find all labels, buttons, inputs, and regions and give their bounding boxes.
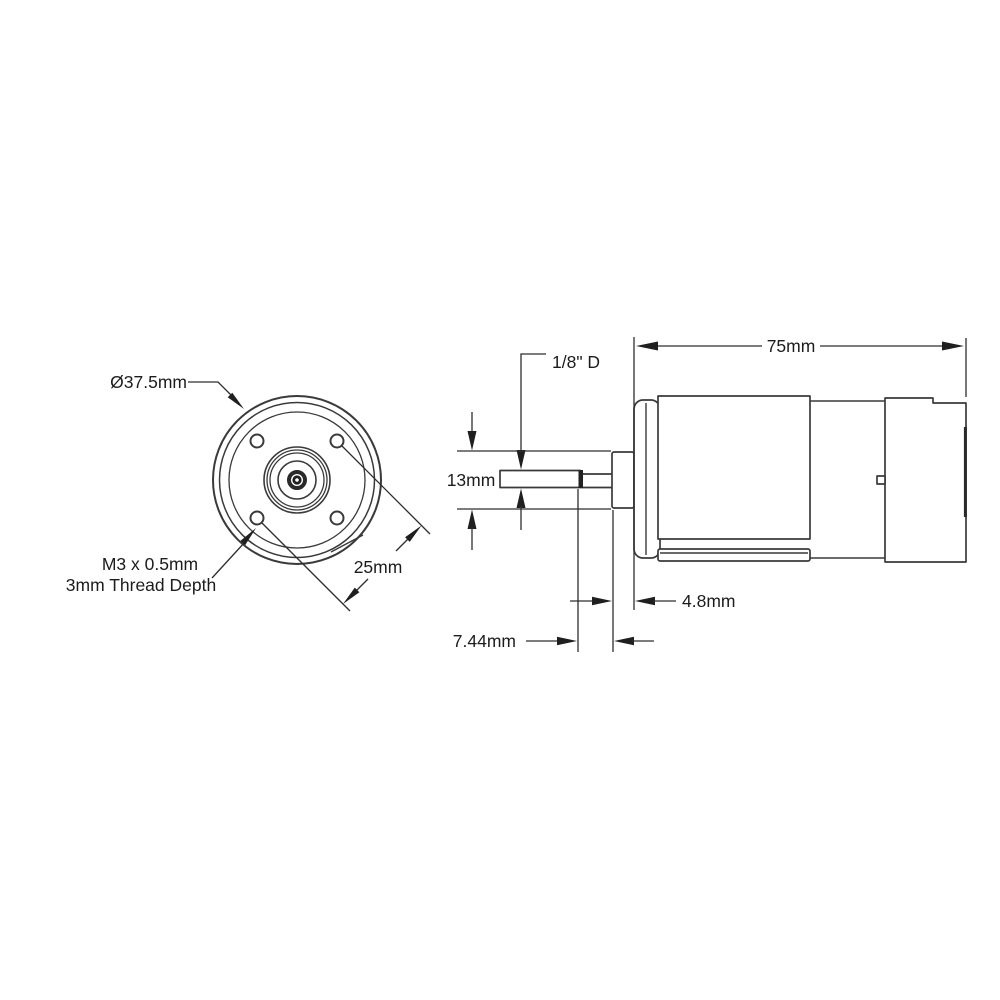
gearbox-front-plate bbox=[633, 399, 661, 559]
thread-spec-label-line1: M3 x 0.5mm bbox=[102, 554, 198, 574]
length-arrowhead-right bbox=[942, 341, 964, 351]
motor-shaft bbox=[499, 469, 612, 489]
flat-arrowhead-left bbox=[614, 636, 634, 646]
side-view: 75mm 1/8" D 13mm 4.8mm bbox=[447, 336, 967, 652]
shaft-type-label: 1/8" D bbox=[552, 352, 600, 372]
center-hole bbox=[292, 475, 302, 485]
bushing-len-arrowhead-left bbox=[635, 596, 655, 606]
spacing-arrowhead-ne bbox=[405, 525, 422, 542]
shaft-arrowhead-down bbox=[516, 450, 526, 470]
diameter-arrowhead bbox=[227, 392, 244, 409]
face-circle bbox=[228, 411, 366, 549]
bushing-len-arrowhead-right bbox=[592, 596, 612, 606]
shaft-arrowhead-up bbox=[516, 488, 526, 508]
overall-length-label: 75mm bbox=[767, 336, 816, 356]
gearbox-bottom-rail bbox=[657, 548, 811, 562]
shaft-flat-length-label: 7.44mm bbox=[453, 631, 516, 651]
shaft-bushing bbox=[611, 451, 635, 509]
mount-hole-top-right bbox=[329, 433, 345, 449]
thread-callout: M3 x 0.5mm 3mm Thread Depth bbox=[66, 528, 256, 595]
hole-spacing-label: 25mm bbox=[354, 557, 403, 577]
outer-diameter-label: Ø37.5mm bbox=[110, 372, 187, 392]
hole-spacing-dimension: 25mm bbox=[261, 445, 431, 612]
mount-hole-top-left bbox=[249, 433, 265, 449]
bushing-length-dimension: 4.8mm bbox=[570, 510, 735, 652]
bushing-arrowhead-up bbox=[467, 509, 477, 529]
shaft-boss bbox=[287, 470, 307, 490]
motor-can bbox=[884, 397, 967, 563]
mount-hole-bottom-right bbox=[329, 510, 345, 526]
bushing-length-label: 4.8mm bbox=[682, 591, 735, 611]
outer-diameter-callout: Ø37.5mm bbox=[110, 372, 244, 409]
mount-hole-bottom-left bbox=[249, 510, 265, 526]
thread-arrowhead bbox=[240, 528, 256, 546]
bushing-arrowhead-down bbox=[467, 431, 477, 451]
spacing-arrowhead-sw bbox=[343, 587, 360, 604]
thread-spec-label-line2: 3mm Thread Depth bbox=[66, 575, 216, 595]
motor-terminal bbox=[876, 475, 886, 485]
shaft-diameter-dimension: 1/8" D bbox=[516, 352, 600, 530]
gearbox-body bbox=[657, 395, 811, 540]
shaft-flat-edge bbox=[578, 470, 583, 488]
notch-chord bbox=[330, 534, 364, 553]
overall-length-dimension: 75mm bbox=[633, 336, 967, 610]
length-arrowhead-left bbox=[636, 341, 658, 351]
hub-rings bbox=[263, 446, 331, 514]
flat-arrowhead-right bbox=[557, 636, 577, 646]
shaft-flat-dimension: 7.44mm bbox=[453, 489, 654, 652]
bushing-diameter-label: 13mm bbox=[447, 470, 496, 490]
bushing-diameter-dimension: 13mm bbox=[447, 412, 611, 550]
front-view: Ø37.5mm M3 x 0.5mm 3mm Thread Depth 25mm bbox=[66, 372, 431, 612]
